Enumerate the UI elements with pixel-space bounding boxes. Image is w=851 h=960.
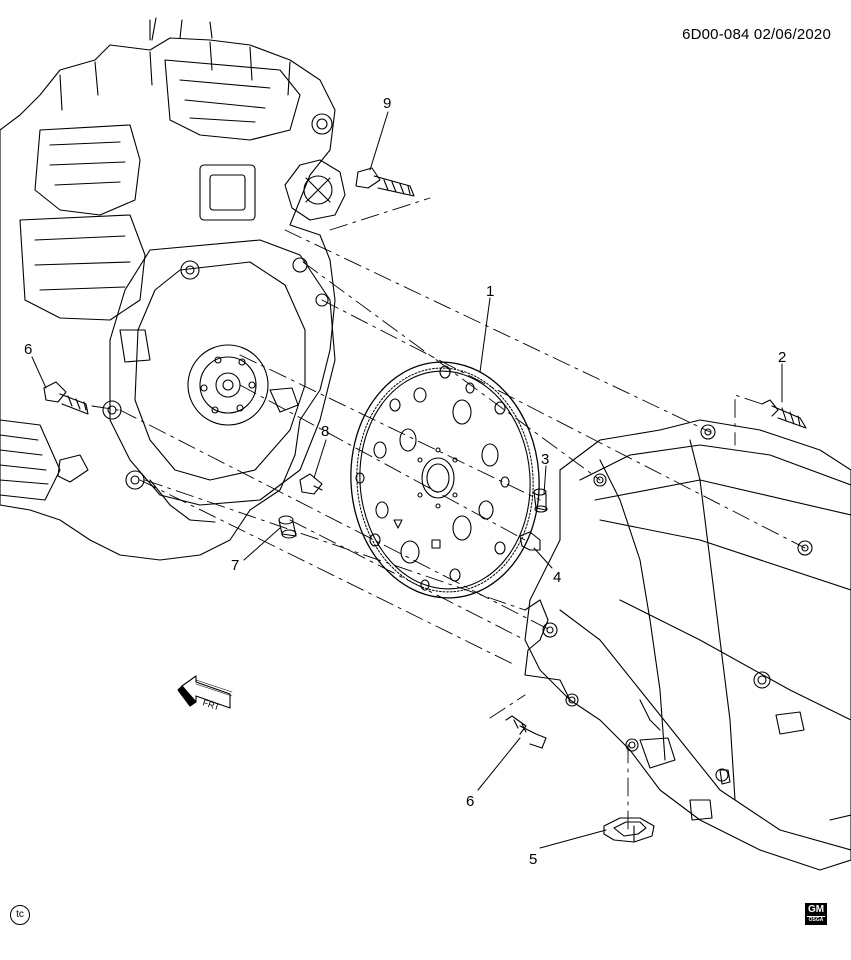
tc-mark: tc xyxy=(10,905,30,925)
callout-7: 7 xyxy=(231,557,239,574)
gm-logo-sub: OSGA xyxy=(807,916,825,923)
alignment-lines xyxy=(91,197,806,831)
callout-3: 3 xyxy=(541,451,549,468)
bolt-9 xyxy=(355,167,415,197)
diagram-reference: 6D00-084 02/06/2020 xyxy=(682,26,831,43)
cover-5 xyxy=(603,817,655,843)
bolt-4 xyxy=(519,531,541,551)
dowel-7 xyxy=(278,515,297,539)
callout-5: 5 xyxy=(529,851,537,868)
callout-2: 2 xyxy=(778,349,786,366)
bolt-6-upper xyxy=(43,381,89,415)
callout-6-lower: 6 xyxy=(466,793,474,810)
leader-lines xyxy=(31,111,783,849)
front-direction-arrow-icon xyxy=(177,675,233,709)
bellhousing-flange xyxy=(524,599,571,701)
bolt-8 xyxy=(299,473,323,495)
flexplate xyxy=(350,361,540,599)
callout-1: 1 xyxy=(486,283,494,300)
stud-2 xyxy=(761,399,807,429)
bolt-6-lower xyxy=(505,715,547,749)
callout-8: 8 xyxy=(321,423,329,440)
callout-6-upper: 6 xyxy=(24,341,32,358)
callout-9: 9 xyxy=(383,95,391,112)
dowel-3 xyxy=(533,488,548,513)
transmission-housing xyxy=(524,419,851,871)
callout-4: 4 xyxy=(553,569,561,586)
engine-block xyxy=(0,17,346,561)
gm-logo-text: GM xyxy=(807,904,825,915)
